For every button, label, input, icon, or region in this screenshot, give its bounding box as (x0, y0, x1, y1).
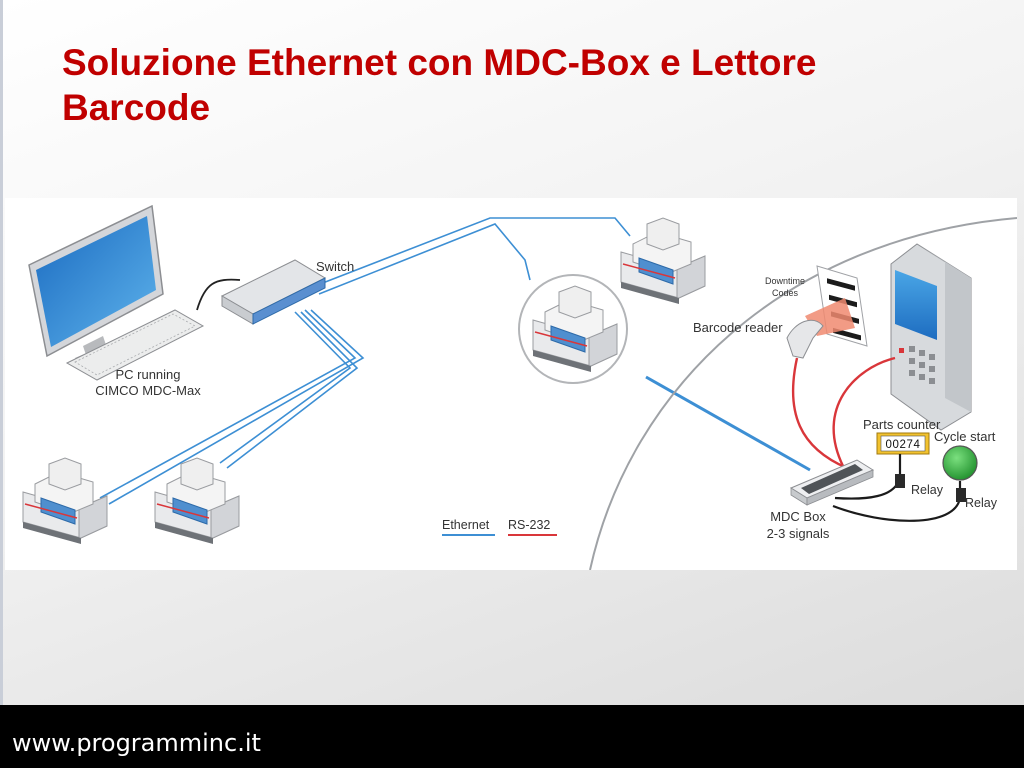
counter-value: 00274 (886, 439, 921, 451)
keyboard-icon (65, 309, 205, 381)
cnc-machine-top (620, 217, 706, 305)
relay-1-icon (895, 474, 905, 488)
diagram-canvas: PC running CIMCO MDC-Max Switch Ethernet… (22, 204, 1017, 570)
relay-label-2: Relay (965, 496, 998, 510)
cnc-machine-left (22, 457, 108, 545)
barcode-reader-icon (786, 298, 855, 359)
pc-label-line1: PC running (115, 367, 180, 382)
footer-bar: www.programminc.it (0, 705, 1024, 768)
mdc-box-label-line2: 2-3 signals (767, 526, 830, 541)
ethernet-cables (99, 217, 811, 505)
legend-rs232-label: RS-232 (508, 518, 550, 532)
legend-ethernet-label: Ethernet (442, 518, 490, 532)
downtime-label-line1: Downtime (765, 276, 805, 286)
footer-url: www.programminc.it (12, 729, 261, 757)
slide-title: Soluzione Ethernet con MDC-Box e Lettore… (62, 42, 817, 128)
machine-area-arc (589, 217, 1017, 570)
downtime-label-line2: Codes (772, 288, 799, 298)
pc-switch-cable (196, 278, 241, 311)
network-diagram: PC running CIMCO MDC-Max Switch Ethernet… (5, 198, 1017, 570)
cycle-start-lamp-icon (942, 445, 978, 481)
barcode-reader-label: Barcode reader (693, 320, 783, 335)
relay-2-icon (956, 488, 966, 502)
counter-display (880, 435, 926, 452)
switch-label: Switch (316, 259, 354, 274)
rs232-cables (791, 356, 896, 470)
network-switch-icon (220, 259, 327, 325)
operator-terminal-icon (890, 243, 972, 431)
relay-label-1: Relay (911, 483, 944, 497)
mdc-box-label-line1: MDC Box (770, 509, 826, 524)
legend: Ethernet RS-232 (442, 518, 557, 536)
mdc-box-icon (789, 459, 875, 506)
left-border (0, 0, 3, 705)
parts-counter-label: Parts counter (863, 417, 941, 432)
pc-label-line2: CIMCO MDC-Max (95, 383, 201, 398)
cycle-start-label: Cycle start (934, 429, 996, 444)
